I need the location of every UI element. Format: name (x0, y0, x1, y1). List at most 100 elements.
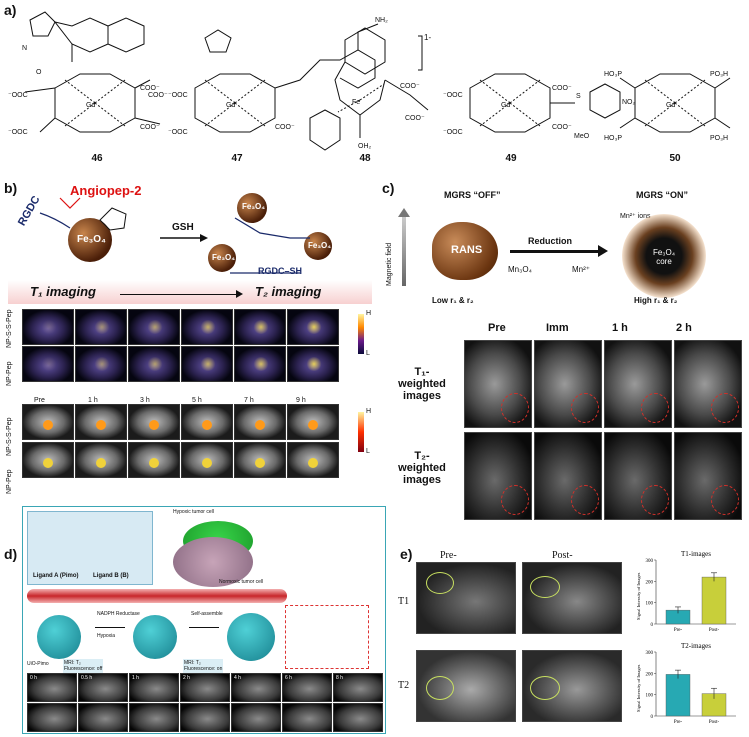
imaging-arrow-head (236, 290, 243, 298)
mgrs-off: MGRS “OFF” (444, 190, 501, 200)
svg-text:COO⁻: COO⁻ (140, 124, 160, 131)
svg-text:⁻OOC: ⁻OOC (168, 92, 188, 99)
compound-50: 50 (669, 153, 681, 164)
compound-46: 46 (91, 153, 103, 164)
fe-label-48: Fe (352, 99, 360, 106)
c-tumor-roi (641, 485, 669, 515)
d-image-r2-c1 (27, 703, 77, 732)
uio-particle-3 (227, 613, 275, 661)
b-hotspot (253, 357, 269, 371)
svg-text:1-: 1- (424, 33, 431, 42)
mn3o4-label: Mn₃O₄ (508, 265, 532, 274)
compound-48: 48 (359, 153, 371, 164)
svg-text:COO⁻: COO⁻ (148, 92, 168, 99)
c-image-r2-c4 (674, 432, 742, 520)
c-tumor-roi (501, 393, 529, 423)
b-image-r3-c4 (181, 404, 233, 440)
gd-label-47: Gd (226, 102, 235, 109)
fe3o4-label-1: Fe₃O₄ (77, 234, 106, 245)
uio-label: UiO-Pimo (27, 661, 49, 667)
uio-particle-1 (37, 615, 81, 659)
e-chart-tick-label: 300 (646, 559, 654, 564)
b-image-r3-c6 (287, 404, 339, 440)
d-image-r1-c1: 0 h (27, 673, 77, 702)
uio-particle-2 (133, 615, 177, 659)
c-image-r2-c2 (534, 432, 602, 520)
svg-text:O: O (36, 69, 42, 76)
rans-particle (432, 222, 498, 280)
t2-label: T2 (398, 680, 410, 691)
panel-d: Ligand A (Pimo) Ligand B (B) Hypoxic tum… (22, 506, 386, 734)
b-image-r1-c6 (287, 309, 339, 345)
c-tumor-roi (711, 393, 739, 423)
e-chart-tick-label: 100 (646, 602, 654, 607)
rans-label: RANS (451, 244, 483, 256)
d-time-label: 4 h (234, 675, 241, 681)
c-image-r1-c3 (604, 340, 672, 428)
b-image-r2-c3 (128, 346, 180, 382)
d-image-r1-c3: 1 h (129, 673, 179, 702)
b-image-r2-c5 (234, 346, 286, 382)
e-chart-ylabel: Signal Intensity of Images (636, 664, 641, 712)
c-tumor-roi (501, 485, 529, 515)
d-image-r2-c5 (231, 703, 281, 732)
reduction-arrow (510, 250, 600, 253)
tumor-mass (173, 537, 253, 587)
b-image-r1-c1 (22, 309, 74, 345)
d-time-label: 2 h (183, 675, 190, 681)
svg-text:S: S (576, 93, 581, 100)
b-image-r3-c3 (128, 404, 180, 440)
b-tumor-spot (202, 458, 212, 468)
panel-c: MGRS “OFF” MGRS “ON” Mn²⁺ ions Magnetic … (380, 178, 749, 520)
scale-h-bottom: H (366, 408, 372, 415)
svg-text:COO⁻: COO⁻ (275, 124, 295, 131)
self-assemble-label: Self-assemble (191, 611, 223, 617)
time-7h: 7 h (244, 397, 254, 404)
e-chart-title: T2-images (681, 642, 711, 650)
magnetic-field-arrow-head (398, 208, 410, 217)
d-time-label: 1 h (132, 675, 139, 681)
b-hotspot (200, 320, 216, 334)
gd-label-49: Gd (501, 102, 510, 109)
b-image-r4-c1 (22, 442, 74, 478)
e-chart-tick-label: 0 (651, 623, 654, 628)
ligand-a-label: Ligand A (Pimo) (33, 573, 79, 579)
panel-c-label: c) (382, 180, 395, 196)
row-label-4: NP-Pep (6, 469, 13, 494)
row-label-2: NP-Pep (6, 361, 13, 386)
high-r-label: High r₁ & r₂ (634, 296, 678, 305)
b-tumor-spot (96, 458, 106, 468)
svg-text:COO⁻: COO⁻ (140, 85, 160, 92)
gd-label-50: Gd (666, 102, 675, 109)
panel-b-scheme (39, 193, 332, 274)
c-image-r1-c4 (674, 340, 742, 428)
b-image-r2-c1 (22, 346, 74, 382)
e-t1-pre-roi (426, 572, 454, 594)
nadph-label: NADPH Reductase (97, 611, 140, 617)
core-label: Fe₃O₄ core (652, 248, 676, 266)
col-2h: 2 h (676, 322, 692, 334)
t2-imaging-label: T₂ imaging (255, 284, 322, 299)
svg-text:MeO: MeO (574, 133, 590, 140)
time-5h: 5 h (192, 397, 202, 404)
d-time-label: 6 h (285, 675, 292, 681)
e-chart-tick-label: 100 (646, 694, 654, 699)
c-image-r1-c1 (464, 340, 532, 428)
e-chart-bar (665, 674, 691, 717)
b-image-r1-c4 (181, 309, 233, 345)
e-chart-bar (701, 576, 727, 625)
d-image-r1-c2: 0.5 h (78, 673, 128, 702)
colorbar-top (358, 314, 364, 354)
blood-vessel (27, 589, 287, 603)
scale-l-top: L (366, 350, 370, 357)
svg-text:⁻OOC: ⁻OOC (443, 92, 463, 99)
b-hotspot (94, 357, 110, 371)
d-image-r2-c6 (282, 703, 332, 732)
b-image-r3-c1 (22, 404, 74, 440)
mn-ions: Mn²⁺ ions (620, 213, 651, 220)
svg-text:N: N (22, 45, 27, 52)
svg-text:PO₃H: PO₃H (710, 135, 728, 142)
svg-text:⁻OOC: ⁻OOC (8, 129, 28, 136)
svg-text:COO⁻: COO⁻ (552, 124, 572, 131)
